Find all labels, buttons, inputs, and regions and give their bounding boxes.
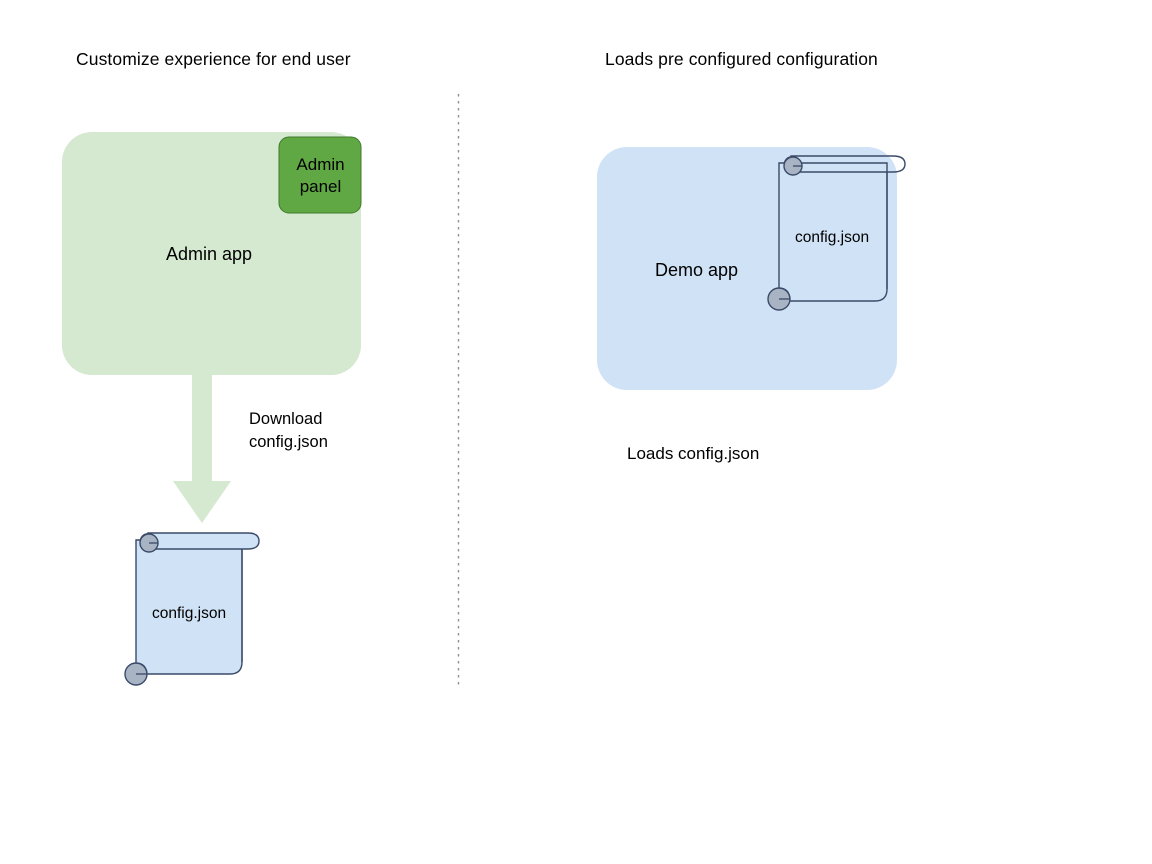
- document-body-left: [135, 539, 243, 675]
- admin-panel-label: Admin panel: [280, 154, 361, 198]
- document-body-right: [778, 162, 888, 302]
- document-curl-topleft-arc-left: [139, 533, 153, 542]
- demo-app-box[interactable]: [597, 147, 897, 390]
- document-top-roll-right: [790, 155, 906, 173]
- loads-config-caption: Loads config.json: [627, 444, 760, 463]
- document-curl-bottomleft-arc-right: [778, 287, 791, 300]
- config-document-right[interactable]: [767, 155, 906, 311]
- config-document-left[interactable]: [124, 532, 260, 686]
- demo-app-label: Demo app: [655, 260, 739, 280]
- admin-app-label: Admin app: [166, 244, 253, 264]
- download-arrow-label-line2: config.json: [249, 432, 328, 451]
- download-arrow-label-line1: Download: [249, 410, 323, 428]
- document-curl-topleft-arc-right: [783, 156, 797, 165]
- download-arrow-shape: [173, 374, 231, 523]
- admin-panel-label-line2: panel: [299, 177, 342, 197]
- download-arrow-label: Download config.json: [249, 408, 328, 454]
- right-column-title: Loads pre configured configuration: [605, 49, 878, 69]
- admin-panel-label-line1: Admin: [296, 155, 345, 174]
- config-document-left-label: config.json: [152, 605, 227, 622]
- document-curl-bottomleft-arc-left: [135, 662, 148, 675]
- admin-panel-box[interactable]: [278, 136, 362, 214]
- document-top-roll-left: [147, 532, 260, 550]
- left-column-title: Customize experience for end user: [76, 49, 351, 69]
- config-document-right-label: config.json: [795, 229, 870, 246]
